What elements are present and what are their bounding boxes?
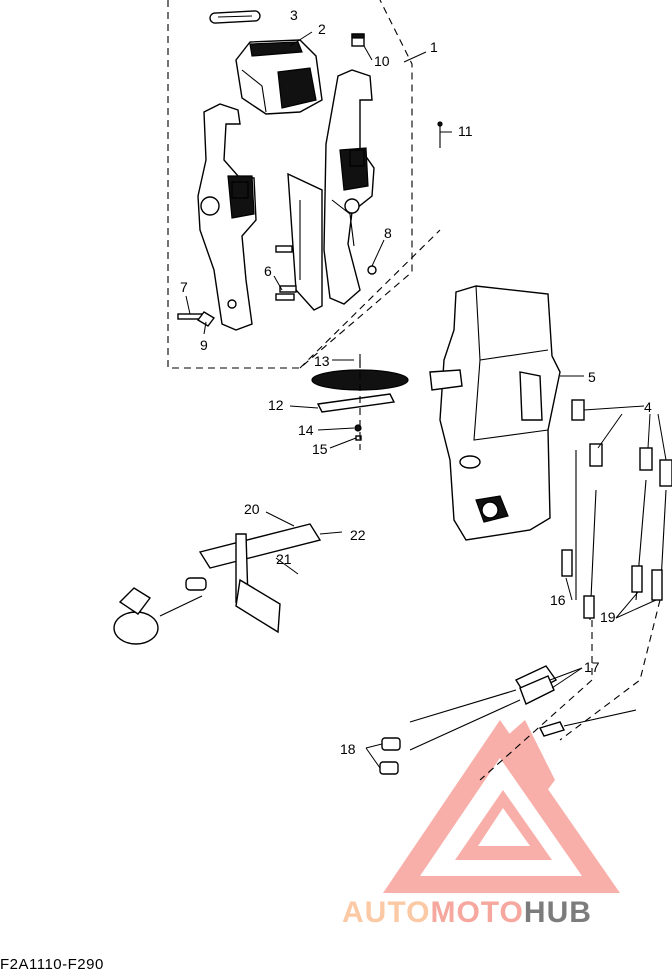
callout-14: 14: [298, 422, 314, 438]
watermark-text: AUTOMOTOHUB: [342, 896, 592, 930]
upper-assembly-boundary: [167, 0, 441, 369]
watermark-logo: [383, 720, 620, 893]
callout-2: 2: [318, 21, 326, 37]
watermark-auto: AUTO: [342, 896, 431, 929]
center-bracket-plate: [287, 172, 323, 311]
leader-lines: [185, 31, 667, 769]
callout-5: 5: [588, 369, 596, 385]
left-lever: [197, 103, 257, 331]
part-5-housing: [429, 285, 561, 541]
part-2-top-cover: [235, 39, 323, 115]
callout-21: 21: [276, 551, 292, 567]
callout-4: 4: [644, 399, 652, 415]
diagram-code: F2A1110-F290: [0, 956, 104, 973]
callout-9: 9: [200, 337, 208, 353]
callout-labels: 3 2 10 1 11 8 6 7 9 5 13 4 12 14 15 20 2…: [180, 7, 652, 757]
callout-12: 12: [268, 397, 284, 413]
callout-8: 8: [384, 225, 392, 241]
callout-11: 11: [458, 123, 473, 139]
cable-adapters-17-18: [379, 665, 637, 775]
callout-7: 7: [180, 279, 188, 295]
callout-13: 13: [314, 353, 330, 369]
part-10-block: [351, 33, 365, 47]
cables-16-19: [479, 450, 667, 781]
callout-20: 20: [244, 501, 260, 517]
gasket-group: [311, 354, 409, 450]
callout-1: 1: [430, 39, 438, 55]
watermark-moto: MOTO: [430, 896, 524, 929]
callout-22: 22: [350, 527, 366, 543]
callout-17: 17: [584, 659, 600, 675]
callout-19: 19: [600, 609, 616, 625]
callout-10: 10: [374, 53, 390, 69]
right-lever: [323, 69, 375, 305]
linkage-20-21-22: [113, 523, 322, 645]
callout-18: 18: [340, 741, 356, 757]
watermark-hub: HUB: [523, 896, 592, 929]
callout-15: 15: [312, 441, 328, 457]
callout-6: 6: [264, 263, 272, 279]
part-3-clip: [209, 10, 261, 24]
part-4-cable-ends: [571, 399, 672, 487]
callout-16: 16: [550, 592, 566, 608]
callout-3: 3: [290, 7, 298, 23]
